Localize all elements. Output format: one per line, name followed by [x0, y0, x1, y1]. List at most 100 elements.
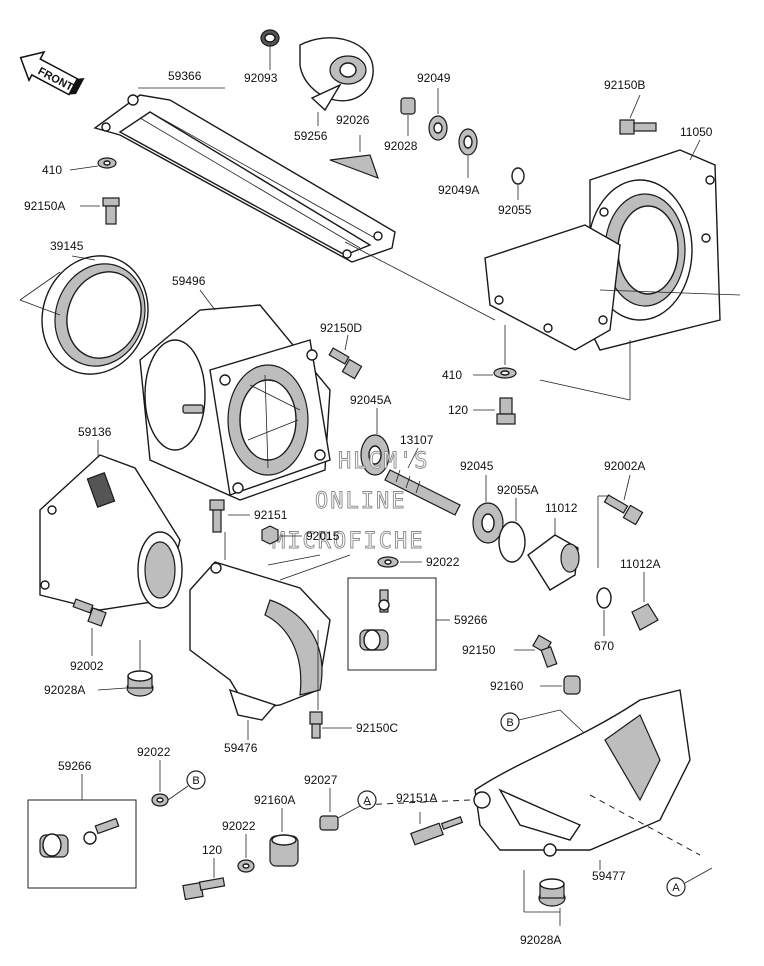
- washer-92022-lower-b: [151, 793, 169, 807]
- part-label-92028: 92028: [384, 139, 418, 153]
- pump-cap-11012: [527, 534, 580, 591]
- part-label-92151: 92151: [254, 508, 288, 522]
- bolt-92150: [532, 634, 558, 668]
- bolt-92151A: [410, 815, 464, 846]
- ride-plate-bracket: [93, 94, 396, 263]
- watermark-line-2: ONLINE: [315, 489, 406, 514]
- part-label-92028A-upper: 92028A: [44, 683, 85, 697]
- part-label-92150B: 92150B: [604, 78, 645, 92]
- front-direction-arrow: FRONT: [19, 50, 85, 96]
- bolt-92150D: [328, 347, 363, 380]
- washer-92022-lowest: [237, 859, 255, 873]
- part-label-92093: 92093: [244, 71, 278, 85]
- part-label-59496: 59496: [172, 274, 206, 288]
- part-label-670: 670: [594, 639, 614, 653]
- part-label-92022-lower-b: 92022: [137, 745, 171, 759]
- part-label-92150D: 92150D: [320, 321, 362, 335]
- ref-tag-b-left-text: B: [192, 775, 199, 787]
- part-label-11012A: 11012A: [620, 557, 660, 571]
- part-label-92160: 92160: [490, 679, 524, 693]
- reverse-bucket-pivot-box: [347, 577, 437, 671]
- bolt-120-lower: [182, 877, 226, 901]
- part-label-120-lower: 120: [202, 843, 222, 857]
- steering-nozzle: [39, 454, 183, 611]
- part-label-92027: 92027: [304, 773, 338, 787]
- part-label-120-upper: 120: [448, 403, 468, 417]
- part-label-11050: 11050: [680, 125, 713, 139]
- spacer-92160A: [269, 834, 299, 867]
- part-label-410-upper: 410: [42, 163, 62, 177]
- part-label-11012: 11012: [545, 501, 578, 515]
- part-label-92150A: 92150A: [24, 199, 65, 213]
- ref-tag-b-right: B: [500, 712, 520, 732]
- spacer-92160: [563, 675, 581, 695]
- part-label-92055: 92055: [498, 203, 532, 217]
- washer-92049a: [458, 128, 478, 156]
- bearing-92045: [472, 502, 504, 544]
- part-label-92026: 92026: [336, 113, 370, 127]
- part-label-92049: 92049: [417, 71, 451, 85]
- part-label-92002: 92002: [70, 659, 104, 673]
- washer-92049: [428, 115, 448, 141]
- plug-11012A: [631, 603, 659, 631]
- watermark-line-1: HLCM'S: [338, 449, 429, 474]
- ref-tag-b-left: B: [186, 770, 206, 790]
- pump-case: [484, 149, 721, 351]
- bolt-92151: [209, 499, 225, 533]
- part-label-92028A-lower: 92028A: [520, 933, 561, 947]
- part-label-92015: 92015: [306, 529, 340, 543]
- part-label-92150C: 92150C: [356, 721, 398, 735]
- o-ring-92055: [511, 167, 525, 185]
- pump-cover-ring: [41, 255, 149, 375]
- watermark-line-3: MICROFICHE: [272, 529, 424, 554]
- part-label-92022-lowest: 92022: [222, 819, 256, 833]
- washer-410-upper: [97, 157, 117, 169]
- wear-wedge: [329, 154, 379, 180]
- impeller: [299, 37, 374, 112]
- ref-tag-b-right-text: B: [506, 717, 513, 729]
- part-label-92045A: 92045A: [350, 393, 391, 407]
- part-label-39145: 39145: [50, 239, 84, 253]
- reverse-bucket: [473, 689, 691, 857]
- part-label-92002A: 92002A: [604, 459, 645, 473]
- reverse-deflector: [189, 561, 331, 721]
- part-label-59476: 59476: [224, 741, 258, 755]
- washer-92022-mid: [377, 556, 399, 568]
- bolt-92002A: [603, 494, 644, 526]
- impeller-shaft: [384, 469, 461, 516]
- o-ring-670: [596, 587, 612, 609]
- part-label-59477: 59477: [592, 869, 626, 883]
- part-label-92150: 92150: [462, 643, 496, 657]
- bolt-92150A: [102, 197, 120, 225]
- ref-tag-a-right-text: A: [672, 882, 680, 894]
- bolt-92002: [72, 598, 107, 627]
- bushing-92028A-lower: [538, 878, 566, 907]
- bearing-92045A: [360, 434, 390, 476]
- nut-92015: [261, 525, 279, 545]
- part-label-92151A: 92151A: [396, 791, 437, 805]
- bushing-92028A-upper: [126, 670, 154, 697]
- part-label-59266-mid: 59266: [454, 613, 488, 627]
- pivot-box-lower: [27, 799, 137, 889]
- washer-410-lower: [493, 367, 517, 379]
- part-label-92160A: 92160A: [254, 793, 295, 807]
- bolt-92150C: [309, 711, 323, 739]
- part-label-13107: 13107: [400, 433, 434, 447]
- ref-tag-a-left-text: A: [363, 795, 371, 807]
- ref-tag-a-right: A: [666, 877, 686, 897]
- sleeve-92027: [319, 815, 339, 831]
- part-label-59266-lower: 59266: [58, 759, 92, 773]
- pump-housing: [139, 304, 331, 501]
- bushing-92028: [400, 97, 416, 115]
- part-label-410-lower: 410: [442, 368, 462, 382]
- part-label-92049A: 92049A: [438, 183, 479, 197]
- o-ring-92055A: [498, 521, 526, 563]
- part-label-59136: 59136: [78, 425, 112, 439]
- part-label-92022-mid: 92022: [426, 555, 460, 569]
- part-label-59366: 59366: [168, 69, 202, 83]
- seal-cap: [260, 29, 280, 47]
- part-label-92055A: 92055A: [497, 483, 538, 497]
- part-label-59256: 59256: [294, 129, 328, 143]
- bolt-92150B: [619, 119, 657, 135]
